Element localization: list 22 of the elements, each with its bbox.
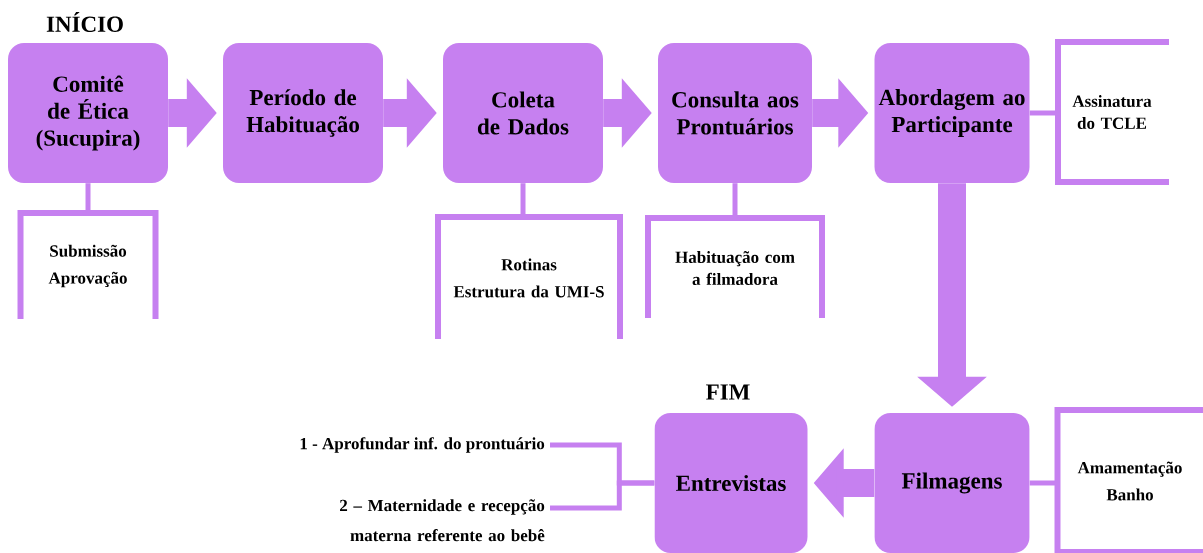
connector-line (732, 183, 738, 218)
heading-label: INÍCIO (46, 12, 123, 32)
bracket-box: Amamentação Banho (1054, 407, 1203, 553)
bracket-box: Submissão Aprovação (17, 210, 159, 319)
process-box: Período de Habituação (223, 43, 383, 183)
process-box: Filmagens (874, 413, 1030, 553)
connector-line (85, 183, 91, 213)
connector-line (550, 480, 655, 511)
process-box: Consulta aos Prontuários (658, 43, 812, 183)
bracket-box: Rotinas Estrutura da UMI-S (435, 214, 623, 339)
heading-label: FIM (706, 384, 750, 400)
process-box: Entrevistas (654, 413, 808, 553)
connector-line (1029, 110, 1058, 116)
bracket-box: Habituação com a filmadora (645, 215, 825, 318)
process-box: Abordagem ao Participante (874, 43, 1030, 183)
connector-line (1029, 480, 1058, 486)
process-box: Comitê de Ética (Sucupira) (8, 43, 168, 183)
process-box: Coleta de Dados (443, 43, 603, 183)
bracket-box: Assinatura do TCLE (1055, 39, 1169, 185)
connector-line (520, 183, 526, 217)
note-text: 2 – Maternidade e recepção materna referente ao bebê (340, 499, 545, 542)
note-text: 1 - Aprofundar inf. do prontuário (300, 437, 545, 453)
